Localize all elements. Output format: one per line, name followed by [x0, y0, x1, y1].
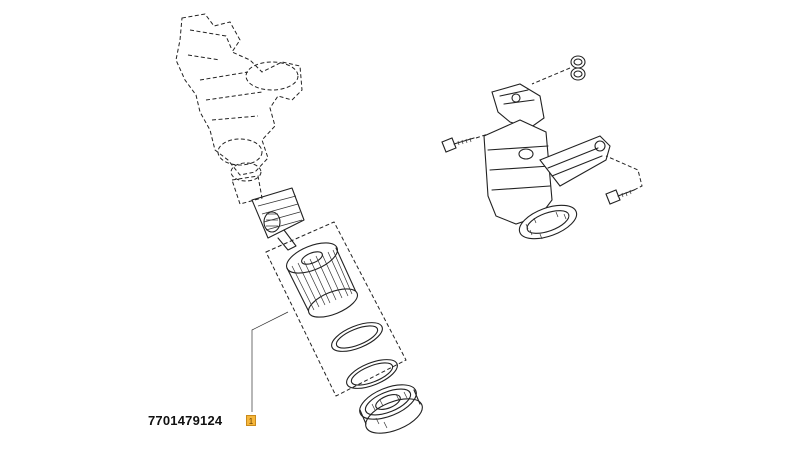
exploded-group-frame	[265, 221, 407, 397]
seal-ring-icon	[331, 322, 398, 389]
bolt-icon	[441, 137, 475, 153]
bolt-left-leader	[475, 133, 489, 139]
filter-cap-part	[359, 384, 423, 434]
bolt-right-icon	[605, 189, 635, 205]
phantom-housing-dashed	[175, 13, 303, 205]
bolt-right-leader	[605, 155, 643, 191]
callout-leader-line	[251, 311, 289, 412]
oil-cooler-housing-icon	[483, 83, 611, 240]
oil-filter-cartridge-icon	[286, 242, 359, 318]
o-ring-pair-part	[570, 55, 586, 81]
relief-valve-part	[251, 187, 305, 251]
part-number-label: 7701479124	[148, 413, 223, 428]
part-callout-badge[interactable]: 1	[246, 415, 256, 426]
o-ring-leader	[531, 67, 571, 85]
